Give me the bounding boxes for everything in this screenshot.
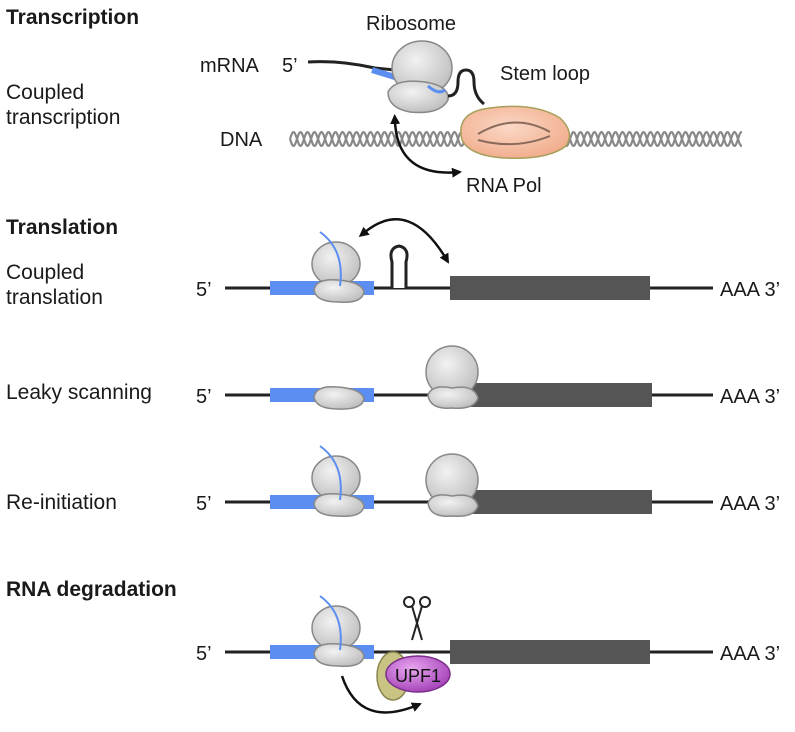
upf1-label: UPF1: [395, 666, 441, 686]
rna-pol-label: RNA Pol: [466, 175, 542, 197]
re-initiation-label: Re-initiation: [6, 491, 117, 514]
mrna-label: mRNA: [200, 55, 260, 77]
main-orf: [450, 276, 650, 300]
mrna-5prime-label: 5’: [282, 55, 298, 77]
three-prime-label: AAA 3’: [720, 493, 780, 515]
stem-loop: [389, 244, 409, 288]
ribosome-label: Ribosome: [366, 13, 456, 35]
coupling-arrow-translation: [358, 218, 450, 264]
transcription-title: Transcription: [6, 6, 140, 29]
five-prime-label: 5’: [196, 279, 212, 301]
dna-label: DNA: [220, 129, 263, 151]
ribosome-small-subunit-2: [427, 494, 479, 518]
recruitment-arrow: [340, 675, 422, 714]
mrna-strand: [307, 60, 396, 72]
ribosome-small-subunit-scanning: [313, 385, 365, 410]
leaky-scanning-row: 5’ AAA 3’: [196, 345, 780, 410]
upf1-protein: [385, 655, 451, 693]
translation-title: Translation: [6, 216, 119, 239]
main-orf: [452, 383, 652, 407]
main-orf: [450, 640, 650, 664]
transcription-panel: Ribosome mRNA 5’ Stem loop DNA RNA Pol: [200, 13, 742, 197]
three-prime-label: AAA 3’: [720, 386, 780, 408]
stem-loop: [447, 68, 485, 106]
ribosome-small-subunit: [313, 642, 365, 668]
three-prime-label: AAA 3’: [720, 279, 780, 301]
stem-loop-label: Stem loop: [500, 63, 590, 85]
main-orf: [452, 490, 652, 514]
rna-degradation-row: UPF1 5’ AAA 3’: [196, 595, 780, 714]
re-initiation-row: 5’ AAA 3’: [196, 445, 780, 518]
five-prime-label: 5’: [196, 643, 212, 665]
five-prime-label: 5’: [196, 386, 212, 408]
scissors-icon: [403, 596, 431, 641]
ribosome-small-subunit: [313, 492, 365, 518]
rna-polymerase: [460, 105, 571, 159]
ribosome-small-subunit: [313, 278, 365, 304]
rna-degradation-title: RNA degradation: [6, 578, 177, 601]
coupling-arrow-transcription: [390, 114, 462, 178]
leaky-scanning-label: Leaky scanning: [6, 381, 152, 404]
coupled-translation-label: Coupled translation: [6, 261, 103, 309]
five-prime-label: 5’: [196, 493, 212, 515]
ribosome-small-subunit: [387, 80, 449, 114]
ribosome-small-subunit: [427, 386, 479, 410]
three-prime-label: AAA 3’: [720, 643, 780, 665]
coupled-translation-row: 5’ AAA 3’: [196, 218, 780, 304]
coupled-transcription-label: Coupled transcription: [6, 81, 121, 129]
